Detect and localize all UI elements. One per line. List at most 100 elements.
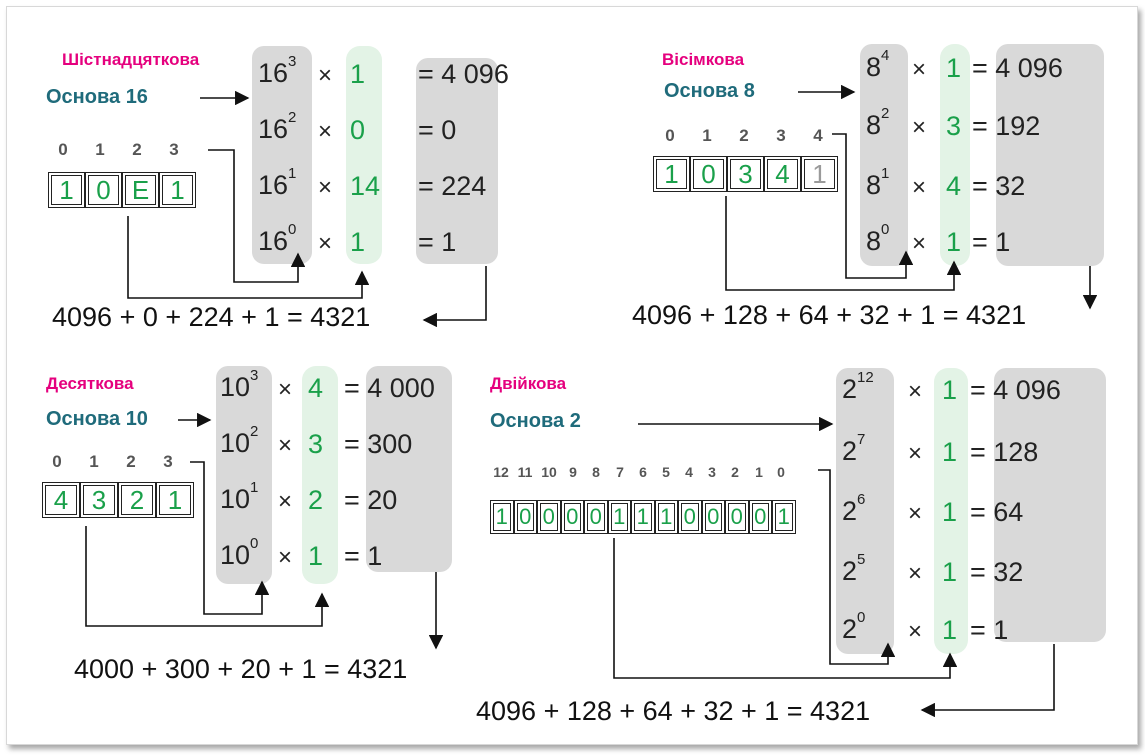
row-result: = 192 [972, 111, 1041, 141]
base-label: Основа 8 [664, 80, 755, 102]
row-digit: 4 [946, 171, 962, 201]
digit-cell: 0 [728, 503, 746, 531]
digit-cell-frame [85, 172, 122, 208]
power-exponent: 3 [288, 53, 297, 70]
panel-title: Шістнадцяткова [62, 50, 200, 69]
digits-arrow [613, 538, 958, 679]
power-base: 2 [842, 374, 858, 404]
digit-index-label: 3 [708, 464, 716, 480]
digit-cell: 0 [88, 175, 119, 205]
power-base: 10 [220, 428, 251, 458]
row-result: = 1 [970, 615, 1009, 645]
power-exponent: 2 [881, 105, 890, 122]
power-term: 81 [866, 165, 889, 201]
digit-cell: 2 [121, 485, 153, 515]
multiply-sign: × [278, 376, 293, 403]
multiply-sign: × [318, 230, 333, 257]
digit-index-label: 12 [493, 464, 509, 480]
power-column [860, 44, 908, 266]
digit-cell: 1 [634, 503, 652, 531]
row-result: = 1 [344, 541, 383, 571]
digit-cell-frame [801, 156, 838, 192]
power-exponent: 0 [288, 221, 297, 238]
digit-cell-frame [159, 172, 196, 208]
digit-index-label: 3 [169, 140, 179, 159]
digit-cell-frame [156, 482, 194, 518]
power-exponent: 7 [857, 431, 866, 448]
digit-column [940, 44, 970, 266]
multiply-sign: × [912, 174, 927, 201]
power-exponent: 0 [857, 609, 866, 626]
multiply-sign: × [908, 560, 923, 587]
multiply-sign: × [318, 62, 333, 89]
base-label: Основа 10 [46, 408, 148, 430]
digit-cell-frame [678, 500, 702, 534]
row-result: = 1 [972, 227, 1011, 257]
digits-arrow [725, 196, 962, 291]
digit-index-label: 1 [755, 464, 763, 480]
power-base: 16 [258, 58, 289, 88]
digit-index-label: 9 [569, 464, 577, 480]
multiply-sign: × [318, 118, 333, 145]
digit-index-label: 1 [89, 452, 99, 471]
digit-cell-frame [513, 500, 537, 534]
power-term: 101 [220, 479, 258, 515]
row-digit: 1 [942, 615, 958, 645]
digit-index-label: 5 [662, 464, 670, 480]
digit-cell-frame [48, 172, 85, 208]
result-column [996, 44, 1104, 266]
digit-cell: 0 [693, 159, 724, 189]
digit-cell: 1 [657, 503, 675, 531]
power-column [252, 46, 312, 264]
row-digit: 1 [350, 227, 366, 257]
row-result: = 1 [418, 227, 457, 257]
digit-cell: 1 [162, 175, 193, 205]
digit-index-label: 1 [95, 140, 105, 159]
digit-cell-frame [118, 482, 156, 518]
digit-cell-frame [748, 500, 772, 534]
power-exponent: 1 [881, 165, 890, 182]
digit-cell: 1 [610, 503, 628, 531]
digit-column [346, 46, 382, 264]
digit-index-label: 2 [126, 452, 136, 471]
result-arrow [920, 644, 1055, 718]
row-result: = 224 [418, 171, 487, 201]
power-base: 2 [842, 496, 858, 526]
row-digit: 3 [946, 111, 962, 141]
digit-index-label: 7 [616, 464, 624, 480]
digit-index-label: 0 [58, 140, 68, 159]
digit-cell-frame [631, 500, 655, 534]
digit-cell-frame [725, 500, 749, 534]
digit-cell-frame [490, 500, 514, 534]
digit-index-label: 4 [685, 464, 693, 480]
multiply-sign: × [912, 114, 927, 141]
power-term: 103 [220, 367, 258, 403]
row-result: = 300 [344, 429, 413, 459]
power-term: 160 [258, 221, 296, 257]
multiply-sign: × [908, 618, 923, 645]
digits-arrow [127, 216, 370, 299]
row-digit: 1 [308, 541, 324, 571]
power-base: 8 [866, 52, 882, 82]
row-result: = 0 [418, 115, 457, 145]
digit-index-label: 0 [52, 452, 62, 471]
digit-cell: E [125, 175, 156, 205]
row-result: = 32 [970, 557, 1024, 587]
base-label: Основа 16 [46, 86, 148, 108]
digit-cell: 0 [587, 503, 605, 531]
power-exponent: 1 [288, 165, 297, 182]
digit-cell: 0 [516, 503, 534, 531]
digit-cell: 1 [51, 175, 82, 205]
digit-cell-frame [560, 500, 584, 534]
row-digit: 1 [942, 375, 958, 405]
power-term: 102 [220, 423, 258, 459]
digit-cell-frame [653, 156, 690, 192]
digit-cell: 1 [656, 159, 687, 189]
row-digit: 0 [350, 115, 366, 145]
digit-cell: 0 [704, 503, 722, 531]
row-result: = 32 [972, 171, 1026, 201]
digit-index-label: 3 [163, 452, 173, 471]
power-exponent: 12 [857, 369, 874, 386]
digit-cell-frame [690, 156, 727, 192]
